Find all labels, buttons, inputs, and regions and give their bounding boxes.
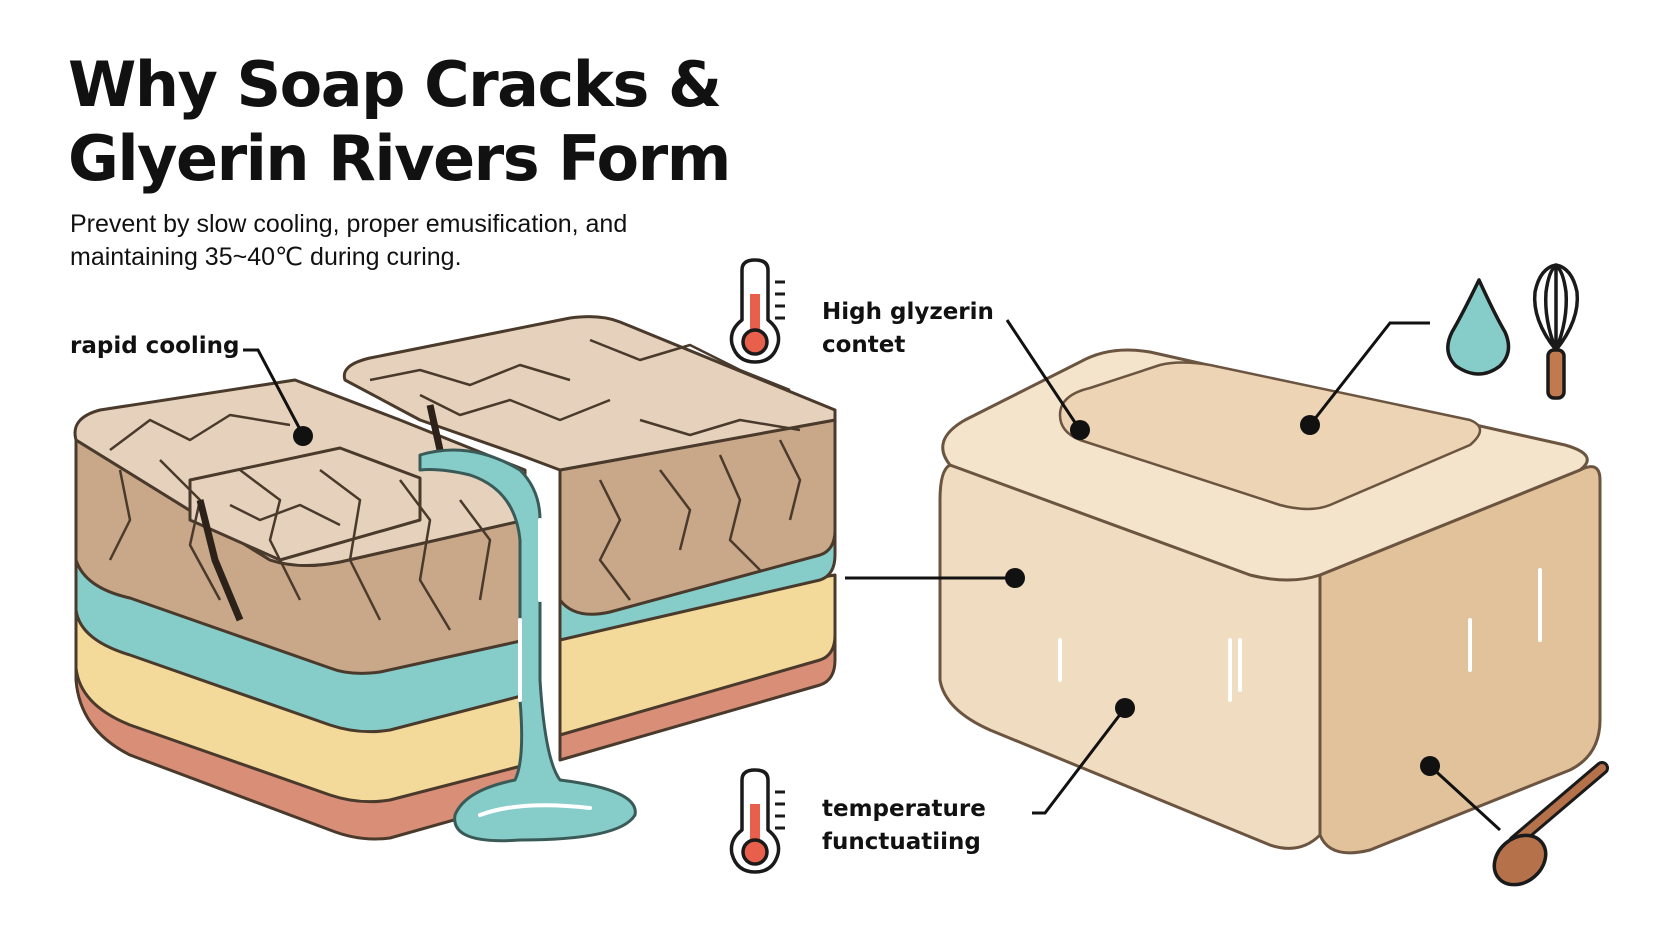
deep-crack [196, 499, 244, 622]
page-title: Why Soap Cracks & Glyerin Rivers Form [68, 48, 731, 196]
high-glycerin-text-2: contet [822, 332, 906, 358]
page-subtitle: Prevent by slow cooling, proper emusific… [70, 208, 627, 274]
temperature-text-2: functuatiing [822, 829, 981, 855]
rapid-cooling-text: rapid cooling [70, 333, 240, 359]
callout-lines [243, 319, 1502, 832]
leader-high-glycerin [1005, 319, 1082, 431]
title-line-2: Glyerin Rivers Form [68, 122, 731, 195]
whisk-icon [1532, 263, 1580, 400]
high-glycerin-label: High glyzerin contet [822, 296, 994, 362]
smooth-soap-block [938, 348, 1602, 855]
temperature-text-1: temperature [822, 796, 986, 822]
high-glycerin-text-1: High glyzerin [822, 299, 994, 325]
glycerin-river [418, 448, 637, 843]
subtitle-line-2: maintaining 35~40℃ during curing. [70, 243, 462, 271]
cracked-soap-block [73, 315, 837, 841]
cracked-front-right [558, 418, 837, 616]
leader-rapid-cooling [243, 348, 305, 436]
temperature-label: temperature functuatiing [822, 793, 986, 859]
thermometer-icon [729, 768, 785, 874]
title-line-1: Why Soap Cracks & [68, 48, 722, 121]
leader-inset [1308, 321, 1430, 426]
leader-temperature [1032, 707, 1127, 815]
thermometer-icon [729, 258, 785, 364]
smooth-soap-side [1318, 465, 1602, 855]
subtitle-line-1: Prevent by slow cooling, proper emusific… [70, 210, 628, 238]
wooden-spoon-icon [1492, 761, 1609, 887]
leader-side [1428, 764, 1502, 832]
deep-crack-2 [426, 404, 444, 451]
cracked-top-right [342, 315, 837, 472]
water-drop-icon [1446, 278, 1511, 376]
rapid-cooling-label: rapid cooling [70, 330, 240, 363]
callout-dots [293, 415, 1440, 776]
crack-lines [108, 338, 802, 631]
